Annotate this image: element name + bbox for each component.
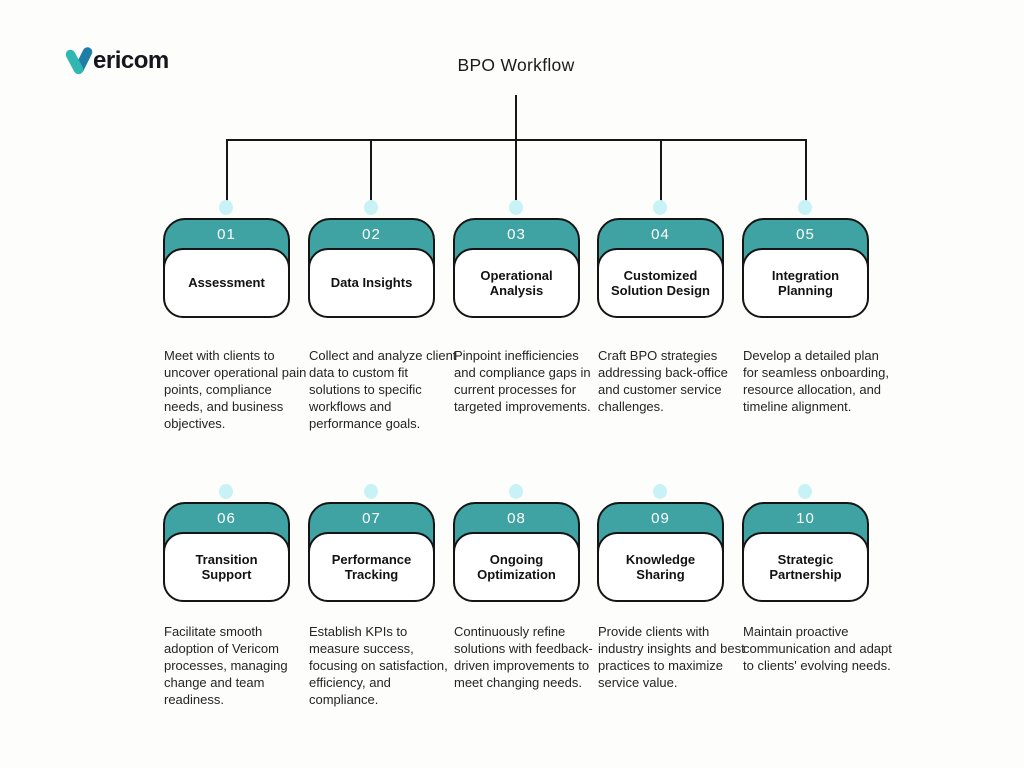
step-card: 01 Assessment <box>163 218 290 318</box>
step-title-panel: Performance Tracking <box>308 532 435 602</box>
step-dot <box>364 484 378 499</box>
step-title-panel: Customized Solution Design <box>597 248 724 318</box>
step-dot <box>798 484 812 499</box>
logo-text: ericom <box>93 47 169 74</box>
step-number: 01 <box>217 226 236 243</box>
step-dot <box>509 484 523 499</box>
step-title: Assessment <box>188 275 265 291</box>
step-number: 02 <box>362 226 381 243</box>
step-dot <box>509 200 523 215</box>
step-description: Craft BPO strategies addressing back-off… <box>598 348 728 414</box>
step-card: 10 Strategic Partnership <box>742 502 869 602</box>
step-number: 05 <box>796 226 815 243</box>
step-card: 08 Ongoing Optimization <box>453 502 580 602</box>
step-title: Transition Support <box>195 551 258 582</box>
step-number: 10 <box>796 510 815 527</box>
step-description: Establish KPIs to measure success, focus… <box>309 624 448 707</box>
step-description: Pinpoint inefficiencies and compliance g… <box>454 348 591 414</box>
step-description: Develop a detailed plan for seamless onb… <box>743 348 889 414</box>
step-card: 03 Operational Analysis <box>453 218 580 318</box>
vericom-v-icon <box>65 47 93 75</box>
step-title: Strategic Partnership <box>769 551 842 582</box>
vericom-logo: ericom <box>63 45 169 77</box>
connector-drop-4 <box>660 139 662 201</box>
step-card: 06 Transition Support <box>163 502 290 602</box>
step-card: 02 Data Insights <box>308 218 435 318</box>
page-title: BPO Workflow <box>457 55 575 75</box>
connector-vertical-center <box>515 95 517 201</box>
step-title-panel: Knowledge Sharing <box>597 532 724 602</box>
step-dot <box>798 200 812 215</box>
step-number: 09 <box>651 510 670 527</box>
step-dot <box>219 484 233 499</box>
step-description: Facilitate smooth adoption of Vericom pr… <box>164 624 288 707</box>
step-number: 06 <box>217 510 236 527</box>
step-description: Provide clients with industry insights a… <box>598 624 745 690</box>
step-number: 07 <box>362 510 381 527</box>
step-title: Integration Planning <box>771 267 840 298</box>
step-title: Performance Tracking <box>331 551 412 582</box>
step-description: Continuously refine solutions with feedb… <box>454 624 593 690</box>
step-dot <box>653 484 667 499</box>
step-title: Ongoing Optimization <box>477 551 556 582</box>
step-dot <box>653 200 667 215</box>
step-card: 09 Knowledge Sharing <box>597 502 724 602</box>
step-number: 04 <box>651 226 670 243</box>
step-title: Customized Solution Design <box>611 267 710 298</box>
step-card: 05 Integration Planning <box>742 218 869 318</box>
step-title: Operational Analysis <box>480 267 553 298</box>
connector-horizontal <box>226 139 807 141</box>
step-description: Meet with clients to uncover operational… <box>164 348 307 431</box>
step-description: Collect and analyze client data to custo… <box>309 348 457 431</box>
connector-drop-2 <box>370 139 372 201</box>
step-number: 08 <box>507 510 526 527</box>
step-title-panel: Integration Planning <box>742 248 869 318</box>
step-description: Maintain proactive communication and ada… <box>743 624 892 673</box>
step-number: 03 <box>507 226 526 243</box>
step-title-panel: Operational Analysis <box>453 248 580 318</box>
step-card: 04 Customized Solution Design <box>597 218 724 318</box>
connector-drop-5 <box>805 139 807 201</box>
step-title-panel: Transition Support <box>163 532 290 602</box>
connector-drop-1 <box>226 139 228 201</box>
step-title-panel: Strategic Partnership <box>742 532 869 602</box>
step-title: Data Insights <box>330 275 413 291</box>
step-title-panel: Assessment <box>163 248 290 318</box>
step-title: Knowledge Sharing <box>625 551 696 582</box>
step-dot <box>364 200 378 215</box>
step-title-panel: Ongoing Optimization <box>453 532 580 602</box>
step-title-panel: Data Insights <box>308 248 435 318</box>
step-card: 07 Performance Tracking <box>308 502 435 602</box>
step-dot <box>219 200 233 215</box>
